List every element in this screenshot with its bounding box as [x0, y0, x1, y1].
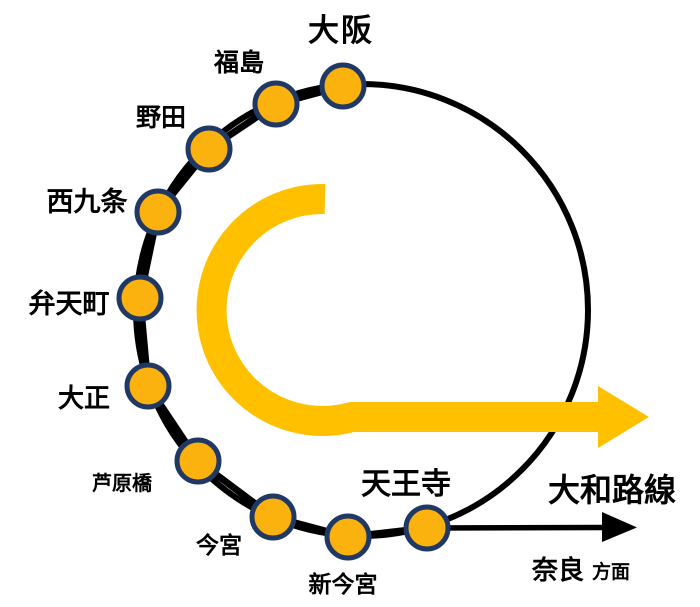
station-label-taisho: 大正: [58, 383, 110, 413]
station-nishikujo: 西九条: [47, 187, 182, 236]
station-dot-nishikujo: [134, 188, 182, 236]
station-dot-imamiya: [249, 493, 297, 541]
station-label-tennoji: 天王寺: [361, 468, 451, 501]
station-ashiharabashi: 芦原橋: [92, 437, 222, 495]
station-label-noda: 野田: [136, 104, 186, 132]
yamatoji-branch-shaft: [426, 524, 605, 531]
station-tennoji: 天王寺: [361, 468, 451, 552]
station-fukushima: 福島: [213, 48, 300, 128]
station-dot-osaka: [319, 62, 367, 110]
station-dot-fukushima: [252, 80, 300, 128]
station-dot-bentencho: [116, 274, 164, 322]
loop-line-station-segments: [136, 82, 431, 541]
station-dot-noda: [185, 125, 233, 173]
station-label-fukushima: 福島: [213, 48, 264, 77]
station-bentencho: 弁天町: [29, 274, 164, 322]
station-label-shin-imamiya: 新今宮: [309, 571, 378, 597]
branch-destination-suffix-label: 方面: [592, 560, 630, 583]
yamatoji-branch-arrow-icon: [426, 512, 637, 542]
loop-direction-arrow-icon: [196, 183, 649, 448]
loop-direction-arrowhead: [598, 386, 649, 448]
branch-line-label: 大和路線: [548, 472, 676, 508]
station-dot-taisho: [124, 362, 172, 410]
station-label-osaka: 大阪: [308, 13, 374, 48]
station-osaka: 大阪: [308, 13, 374, 110]
station-label-imamiya: 今宮: [196, 532, 242, 558]
branch-destination-label: 奈良: [531, 555, 584, 585]
station-noda: 野田: [136, 104, 233, 173]
station-dot-ashiharabashi: [174, 437, 222, 485]
station-shin-imamiya: 新今宮: [309, 513, 378, 597]
yamatoji-branch-arrowhead: [602, 512, 637, 542]
station-dot-shin-imamiya: [324, 513, 372, 561]
loop-direction-arrow-shaft: [196, 183, 598, 436]
station-label-nishikujo: 西九条: [47, 187, 129, 217]
station-imamiya: 今宮: [196, 493, 297, 558]
station-label-bentencho: 弁天町: [29, 289, 110, 319]
station-taisho: 大正: [58, 362, 172, 413]
station-label-ashiharabashi: 芦原橋: [92, 471, 153, 495]
station-dot-tennoji: [403, 504, 451, 552]
